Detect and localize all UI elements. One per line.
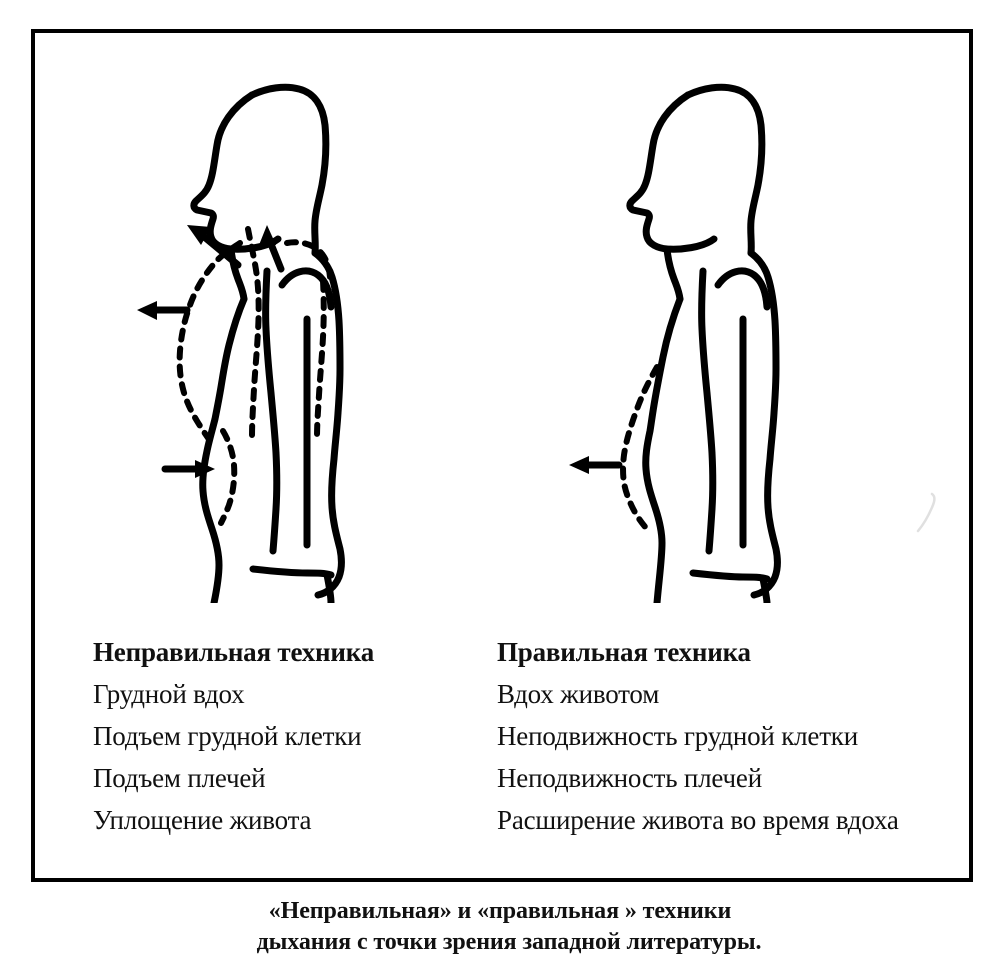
buttock-thigh-line [249, 565, 335, 579]
abdomen-expansion-dashed [620, 364, 660, 534]
correct-technique-column: Правильная техника Вдох животом Неподвиж… [497, 631, 957, 841]
incorrect-technique-item-4: Уплощение живота [93, 805, 312, 835]
incorrect-breathing-figure [137, 83, 345, 603]
correct-technique-item-4: Расширение живота во время вдоха [497, 805, 899, 835]
chest-expansion-dashed [176, 240, 243, 450]
back-body-outline [747, 249, 781, 599]
arm-front-line [262, 267, 281, 555]
correct-breathing-figure [569, 83, 781, 603]
incorrect-technique-item-2: Подъем грудной клетки [93, 721, 362, 751]
upper-arm-outline [278, 267, 335, 311]
incorrect-technique-item-1: Грудной вдох [93, 679, 245, 709]
head-and-torso-outline [626, 91, 718, 253]
upper-arm-outline [714, 267, 771, 311]
correct-technique-item-2: Неподвижность грудной клетки [497, 721, 858, 751]
abdomen-flattening-arrow [161, 460, 215, 478]
back-body-outline [311, 249, 345, 599]
head-back-outline [248, 83, 330, 257]
buttock-thigh-line [689, 569, 771, 583]
correct-technique-heading: Правильная техника [497, 637, 751, 667]
front-body-outline [642, 295, 684, 603]
shoulder-lift-arrow [259, 225, 285, 273]
front-neck-chest-line [663, 245, 684, 303]
correct-technique-item-1: Вдох животом [497, 679, 660, 709]
abdomen-flattening-dashed [218, 428, 238, 526]
ribcage-dashed-inner-3 [314, 278, 327, 440]
figure-caption: «Неправильная» и «правильная » техники д… [0, 896, 1000, 958]
arm-front-line [698, 267, 717, 555]
figures-svg [137, 83, 781, 603]
figure-caption-line-1: «Неправильная» и «правильная » техники [268, 898, 732, 924]
front-body-outline [199, 295, 248, 603]
rear-leg-line [323, 571, 335, 603]
head-back-outline [684, 83, 766, 257]
rear-leg-line [759, 575, 771, 603]
head-and-torso-outline [190, 91, 282, 253]
diagram-frame: Неправильная техника Грудной вдох Подъем… [31, 29, 973, 882]
abdomen-expansion-arrow [569, 456, 623, 474]
ribcage-dashed-inner-1 [245, 226, 262, 440]
ribcage-dashed-inner-2 [284, 239, 333, 280]
incorrect-technique-heading: Неправильная техника [93, 637, 375, 667]
figures-area [35, 33, 977, 603]
figure-caption-line-2: дыхания с точки зрения западной литерату… [256, 929, 762, 955]
upper-chest-lift-arrow [187, 225, 242, 269]
correct-technique-item-3: Неподвижность плечей [497, 763, 762, 793]
incorrect-technique-item-3: Подъем плечей [93, 763, 266, 793]
incorrect-technique-column: Неправильная техника Грудной вдох Подъем… [93, 631, 493, 841]
chest-expansion-arrow [137, 301, 191, 320]
